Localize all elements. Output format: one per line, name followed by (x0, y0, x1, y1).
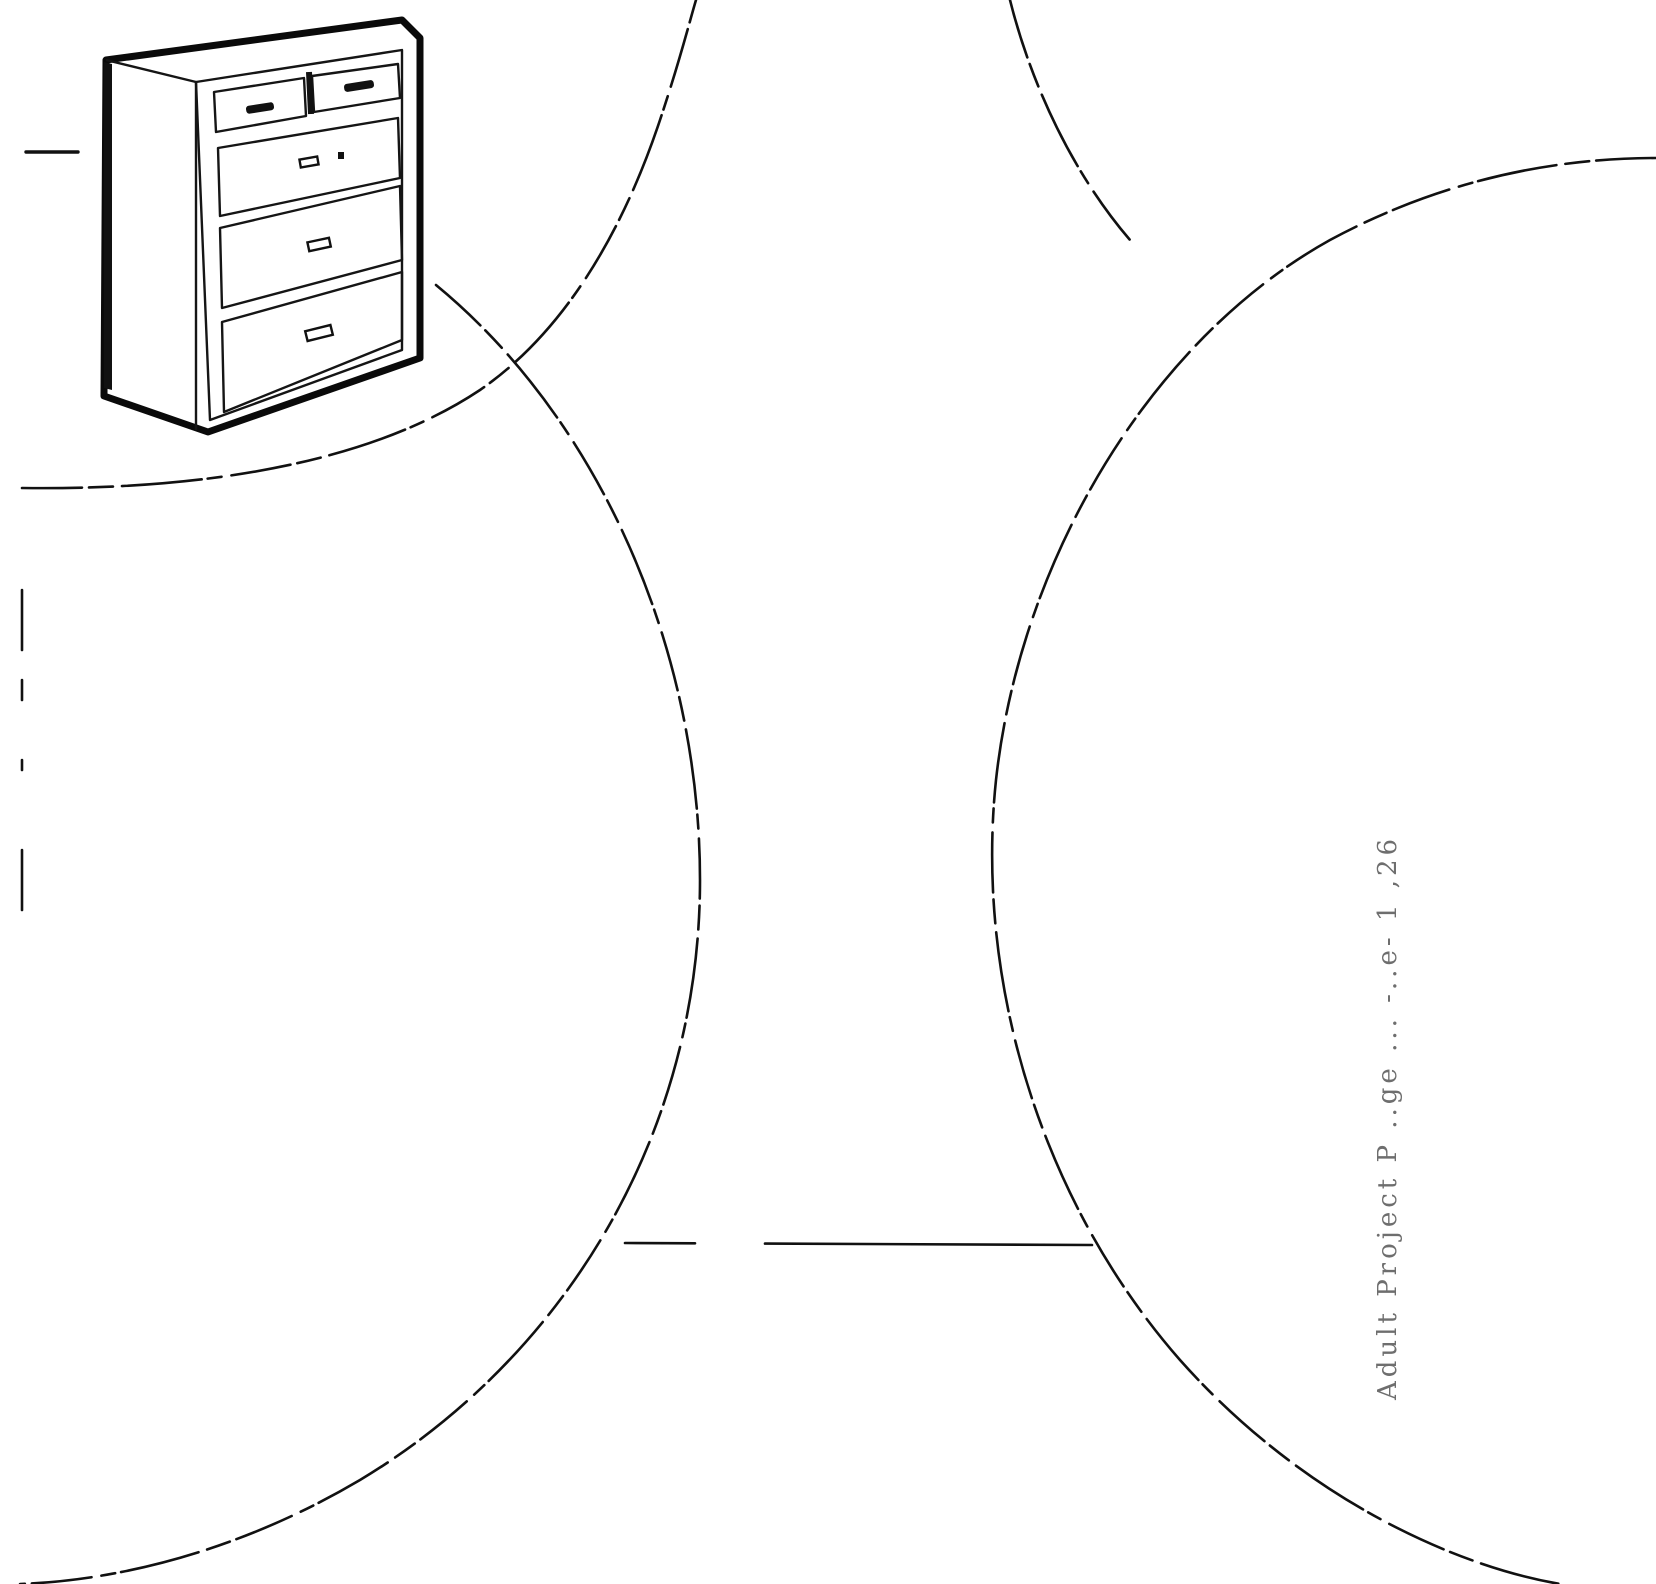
connector-line (625, 1243, 1092, 1245)
margin-caption: Adult Project P ..ge ... -..e- 1 ,26 (1373, 620, 1403, 1400)
circle-top-center (1010, 0, 1130, 240)
chest-of-drawers-icon (104, 20, 420, 432)
circle-bottom-left (20, 285, 700, 1584)
circle-right (992, 158, 1656, 1584)
circle-top-left (22, 0, 696, 488)
